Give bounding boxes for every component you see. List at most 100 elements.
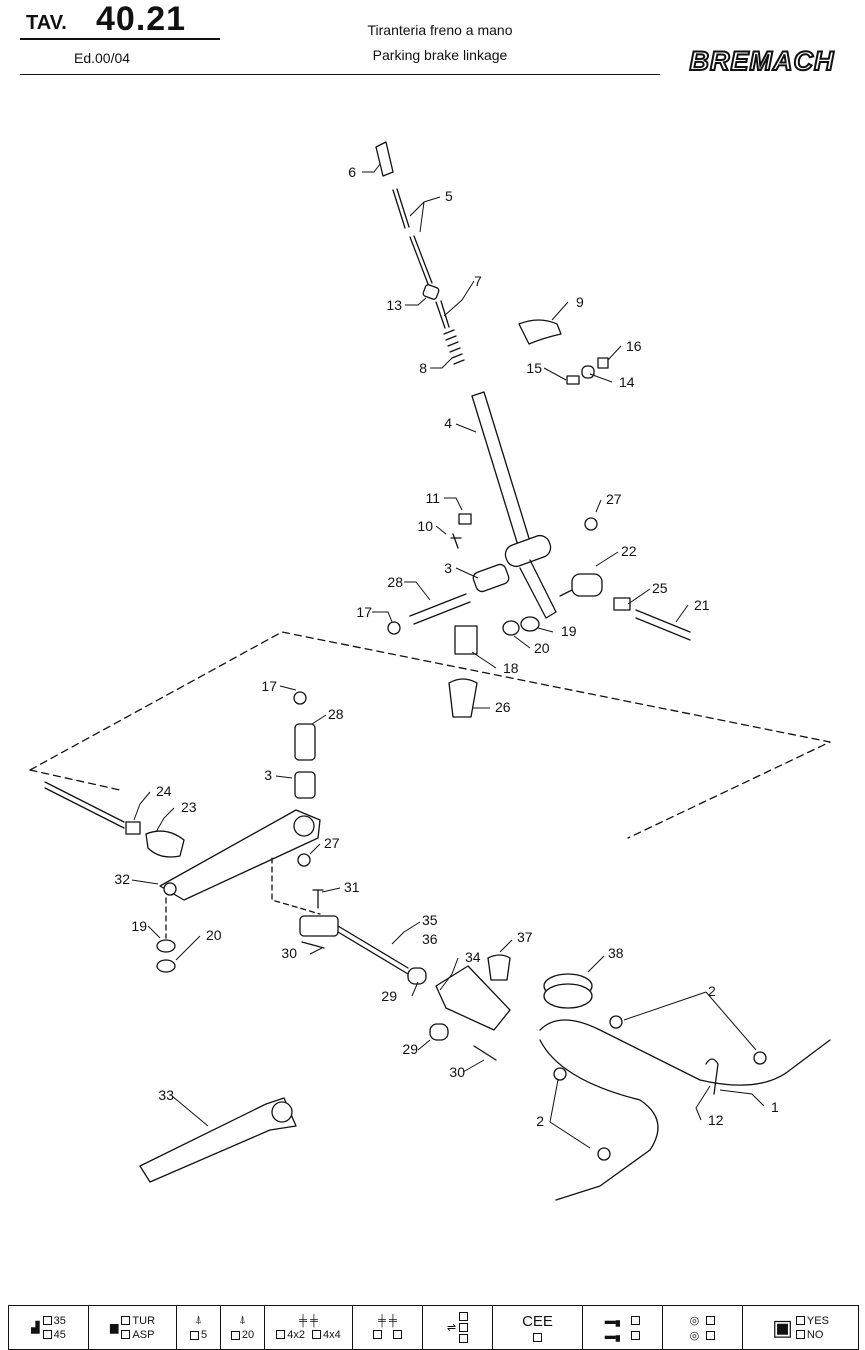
checkbox[interactable] bbox=[121, 1316, 131, 1325]
callout-30: 30 bbox=[281, 945, 297, 961]
callout-6: 6 bbox=[348, 164, 356, 180]
truck-icon: ▬▖ bbox=[604, 1329, 625, 1342]
table-number: 40.21 bbox=[96, 0, 187, 38]
axle-icon: ╪ ╪ bbox=[299, 1314, 318, 1327]
checkbox[interactable] bbox=[795, 1330, 805, 1339]
callout-19-lower: 19 bbox=[131, 918, 147, 934]
callout-20: 20 bbox=[534, 640, 550, 656]
steering-icon: ⇌ bbox=[446, 1322, 457, 1334]
cell-cee: CEE bbox=[493, 1306, 583, 1349]
option-table: ▟ 35 45 ▆ TUR ASP ⍋ 5 ⍋ 20 ╪ ╪ 4x2 4x4 ╪… bbox=[8, 1305, 859, 1350]
header-rule-long bbox=[20, 74, 660, 75]
title-english: Parking brake linkage bbox=[372, 47, 508, 63]
engine-icon: ▆ bbox=[109, 1322, 119, 1334]
callout-28-lower: 28 bbox=[328, 706, 344, 722]
rounded-square-icon: ▣ bbox=[772, 1314, 793, 1340]
brand-logo: BREMACH bbox=[689, 46, 835, 76]
checkbox[interactable] bbox=[631, 1315, 641, 1325]
checkbox[interactable] bbox=[121, 1330, 131, 1339]
cab-icon: ▟ bbox=[31, 1322, 40, 1334]
callout-1: 1 bbox=[771, 1099, 779, 1115]
checkbox[interactable] bbox=[42, 1316, 52, 1325]
checkbox[interactable] bbox=[392, 1330, 402, 1339]
cell-axle: ╪ ╪ bbox=[353, 1306, 423, 1349]
gear-lever-icon: ⍋ bbox=[239, 1314, 246, 1326]
callout-18: 18 bbox=[503, 660, 519, 676]
assembly-boundary bbox=[29, 631, 831, 839]
table-label: TAV. bbox=[26, 12, 67, 34]
cell-gearbox-20: ⍋ 20 bbox=[221, 1306, 265, 1349]
callout-5: 5 bbox=[445, 188, 453, 204]
checkbox[interactable] bbox=[276, 1330, 286, 1339]
callout-27-lower: 27 bbox=[324, 835, 340, 851]
callout-3-lower: 3 bbox=[264, 767, 272, 783]
callout-20-lower: 20 bbox=[206, 927, 222, 943]
cell-steering: ⇌ bbox=[423, 1306, 493, 1349]
checkbox[interactable] bbox=[459, 1323, 469, 1332]
truck-icon: ▬▖ bbox=[604, 1314, 625, 1327]
callout-29: 29 bbox=[381, 988, 397, 1004]
edition-label: Ed.00/04 bbox=[74, 50, 131, 66]
callout-2: 2 bbox=[708, 983, 716, 999]
callout-4: 4 bbox=[444, 415, 452, 431]
checkbox[interactable] bbox=[459, 1312, 469, 1321]
svg-text:BREMACH: BREMACH bbox=[690, 46, 835, 76]
callout-30-lower: 30 bbox=[449, 1064, 465, 1080]
callout-10: 10 bbox=[417, 518, 433, 534]
callout-34: 34 bbox=[465, 949, 481, 965]
callout-9: 9 bbox=[576, 294, 584, 310]
wheel-icon: ◎ bbox=[689, 1314, 700, 1327]
callout-2-lower: 2 bbox=[536, 1113, 544, 1129]
cell-vehicle: ▬▖ ▬▖ bbox=[583, 1306, 663, 1349]
gear-lever-icon: ⍋ bbox=[195, 1314, 202, 1326]
callout-16: 16 bbox=[626, 338, 642, 354]
axle-icon: ╪ ╪ bbox=[378, 1314, 397, 1327]
callout-21: 21 bbox=[694, 597, 710, 613]
callout-3: 3 bbox=[444, 560, 452, 576]
callout-31: 31 bbox=[344, 879, 360, 895]
callout-28: 28 bbox=[387, 574, 403, 590]
callout-7: 7 bbox=[474, 273, 482, 289]
checkbox[interactable] bbox=[795, 1316, 805, 1325]
callout-17: 17 bbox=[356, 604, 372, 620]
callout-36: 36 bbox=[422, 931, 438, 947]
checkbox[interactable] bbox=[631, 1330, 641, 1340]
checkbox[interactable] bbox=[706, 1330, 716, 1340]
checkbox[interactable] bbox=[189, 1330, 199, 1340]
callout-29-lower: 29 bbox=[402, 1041, 418, 1057]
callout-24: 24 bbox=[156, 783, 172, 799]
callout-25: 25 bbox=[652, 580, 668, 596]
callout-13: 13 bbox=[386, 297, 402, 313]
checkbox[interactable] bbox=[230, 1330, 240, 1340]
callout-17-lower: 17 bbox=[261, 678, 277, 694]
callout-12: 12 bbox=[708, 1112, 724, 1128]
callout-27: 27 bbox=[606, 491, 622, 507]
parts-diagram: 6 5 13 7 9 8 16 15 14 4 11 27 10 22 3 28… bbox=[29, 141, 831, 1201]
title-italian: Tiranteria freno a mano bbox=[367, 22, 513, 38]
cell-drive: ╪ ╪ 4x2 4x4 bbox=[265, 1306, 353, 1349]
callout-15: 15 bbox=[526, 360, 542, 376]
callout-33: 33 bbox=[158, 1087, 174, 1103]
checkbox[interactable] bbox=[42, 1330, 52, 1339]
header-rule-short bbox=[20, 38, 220, 40]
cell-gearbox-5: ⍋ 5 bbox=[177, 1306, 221, 1349]
checkbox[interactable] bbox=[373, 1330, 383, 1339]
callout-22: 22 bbox=[621, 543, 637, 559]
callout-37: 37 bbox=[517, 929, 533, 945]
wheel-icon: ◎ bbox=[689, 1329, 700, 1342]
callout-19: 19 bbox=[561, 623, 577, 639]
checkbox[interactable] bbox=[706, 1315, 716, 1325]
callout-11: 11 bbox=[425, 490, 440, 506]
checkbox[interactable] bbox=[312, 1330, 322, 1339]
callout-14: 14 bbox=[619, 374, 635, 390]
cell-wheels: ◎ ◎ bbox=[663, 1306, 743, 1349]
callout-38: 38 bbox=[608, 945, 624, 961]
callout-35: 35 bbox=[422, 912, 438, 928]
callout-23: 23 bbox=[181, 799, 197, 815]
callout-32: 32 bbox=[114, 871, 130, 887]
cell-cab: ▟ 35 45 bbox=[9, 1306, 89, 1349]
checkbox[interactable] bbox=[459, 1334, 469, 1343]
checkbox[interactable] bbox=[533, 1333, 542, 1342]
cell-yes-no: ▣ YES NO bbox=[772, 1314, 829, 1341]
callout-26: 26 bbox=[495, 699, 511, 715]
